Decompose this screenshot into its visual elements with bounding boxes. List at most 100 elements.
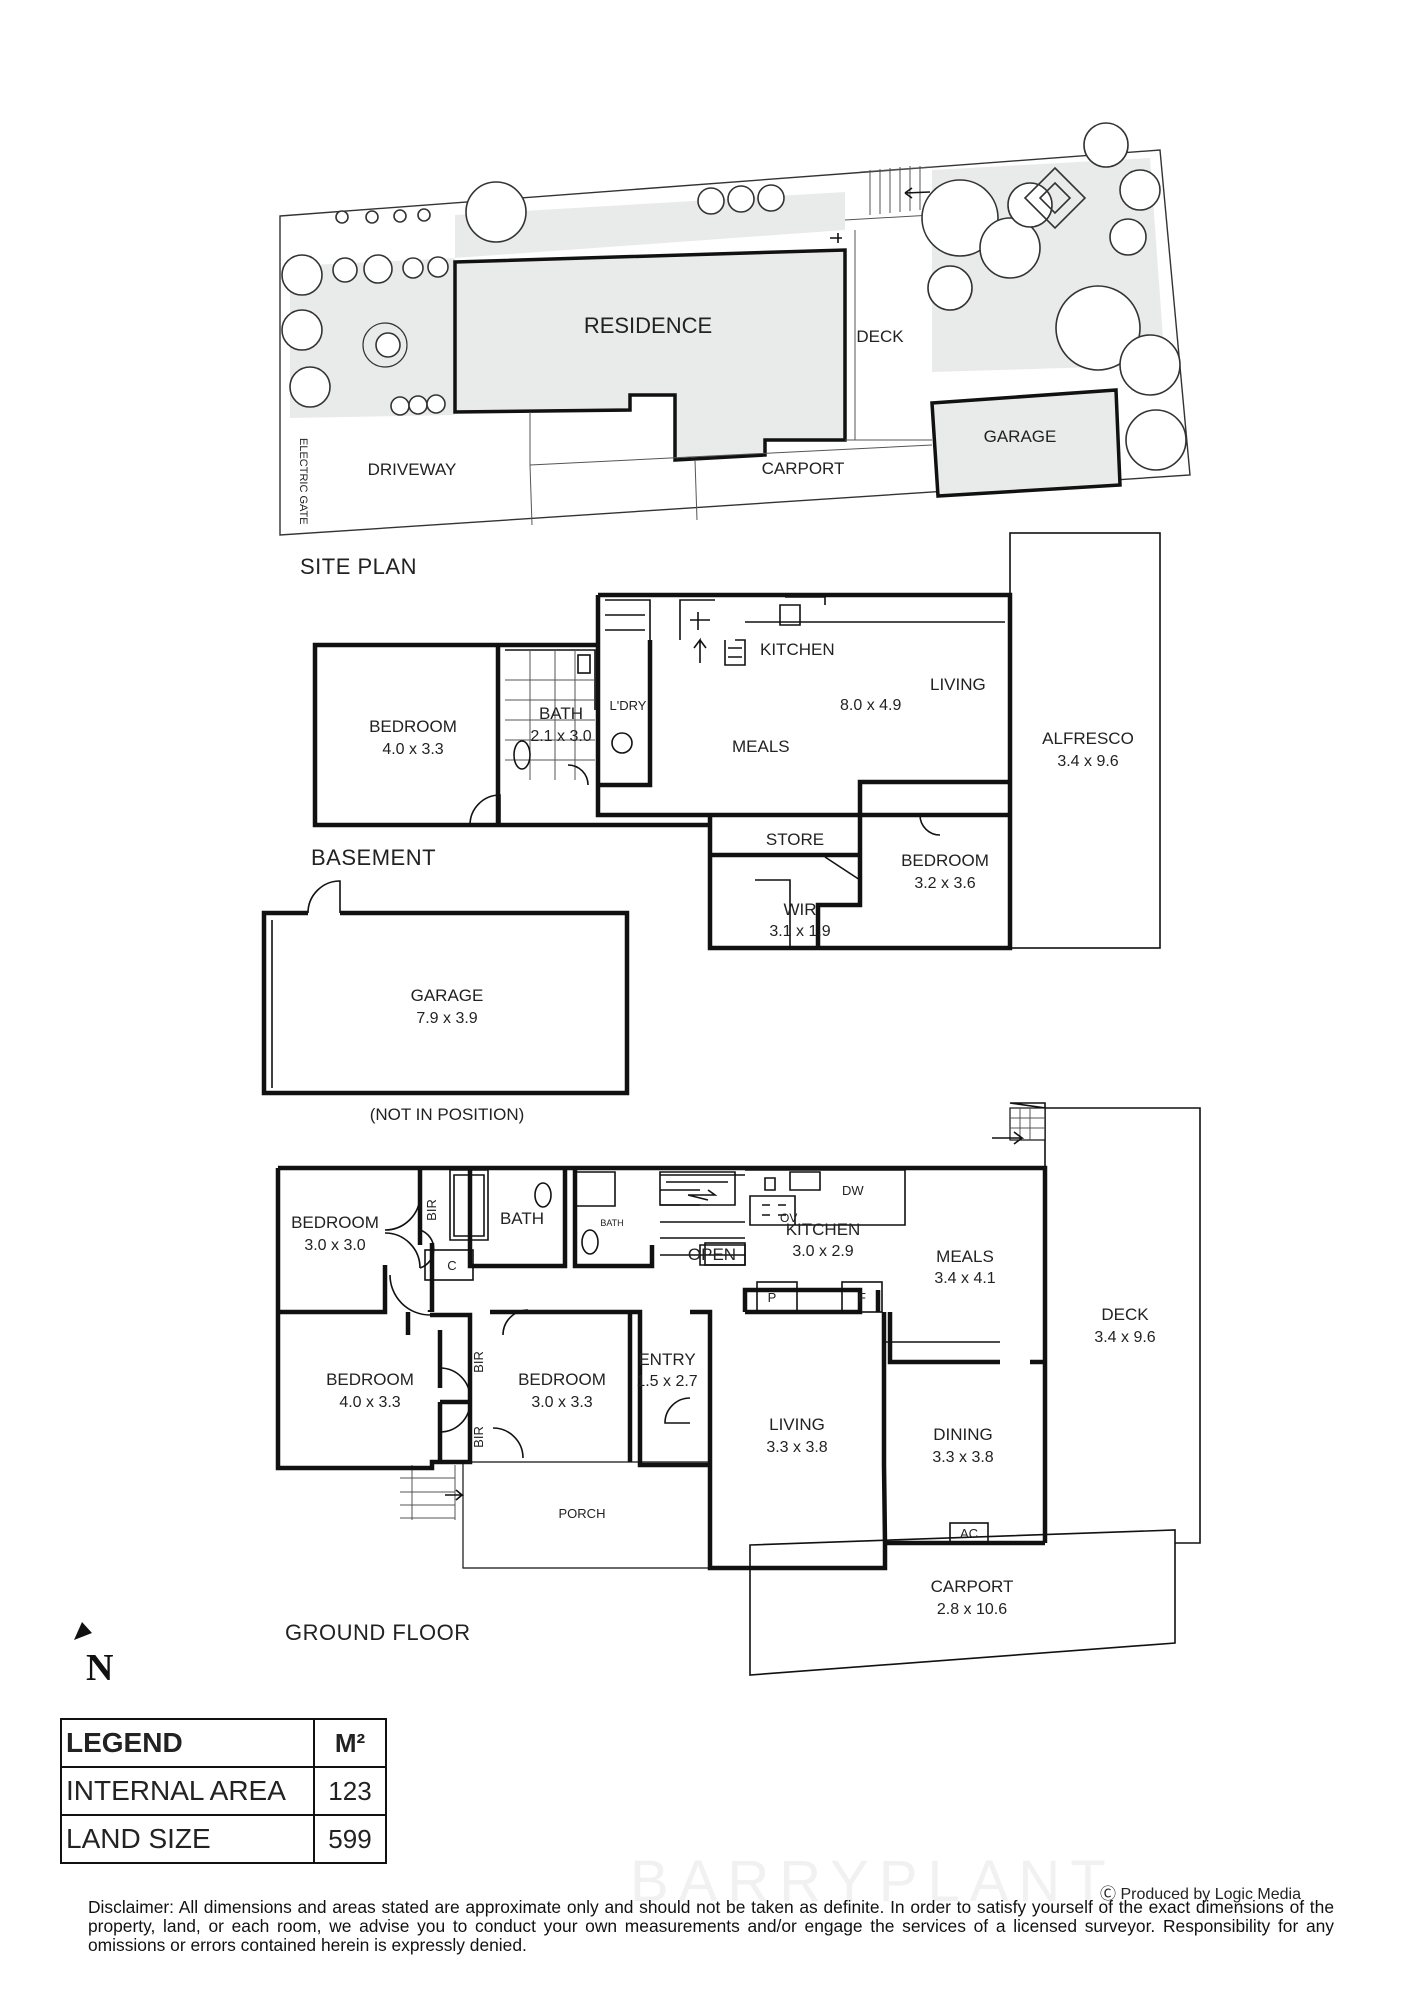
dining-dim: 3.3 x 3.8: [932, 1449, 993, 1466]
gate-arrow: [904, 187, 931, 199]
ac-label: AC: [960, 1526, 978, 1541]
ground-kitchen-name: KITCHEN: [786, 1220, 861, 1239]
basement-bath-name: BATH: [539, 704, 583, 723]
garage-building: [930, 388, 1122, 498]
legend-row-value: 123: [313, 1766, 387, 1816]
legend-unit: M²: [313, 1718, 387, 1768]
alfresco-dim: 3.4 x 9.6: [1057, 753, 1118, 770]
front-lawn: [290, 258, 455, 418]
watermark-logo: BARRYPLANT: [630, 1849, 1116, 1914]
cupboard-box: [424, 1249, 474, 1281]
basement-title: BASEMENT: [311, 845, 436, 870]
site-residence-label: RESIDENCE: [584, 313, 712, 338]
driveway-lines: [529, 214, 933, 526]
fridge-box: [841, 1281, 883, 1313]
ground-living-name: LIVING: [769, 1415, 825, 1434]
basement-stairs: [605, 599, 715, 640]
alfresco-area: [1009, 532, 1161, 949]
bir-label-1: BIR: [424, 1199, 439, 1221]
laundry-label: L'DRY: [610, 698, 647, 713]
dishwasher-label: DW: [842, 1183, 864, 1198]
garage-note: (NOT IN POSITION): [370, 1105, 525, 1124]
basement-floor-grid: [505, 650, 595, 780]
deck-step-lines: [1010, 1108, 1045, 1140]
ground-bedroom-2-name: BEDROOM: [326, 1370, 414, 1389]
open-box: [704, 1242, 746, 1266]
entry-dim: 1.5 x 2.7: [636, 1373, 697, 1390]
garage-dim: 7.9 x 3.9: [416, 1010, 477, 1027]
fridge-label: F: [858, 1290, 866, 1305]
store-label: STORE: [766, 830, 824, 849]
basement-arrow: [693, 637, 707, 663]
site-plan-title: SITE PLAN: [300, 554, 417, 579]
open-label: OPEN: [688, 1245, 736, 1264]
ensuite-label: BATH: [600, 1218, 623, 1228]
ground-bedroom-3-dim: 3.0 x 3.3: [531, 1394, 592, 1411]
ground-meals-name: MEALS: [936, 1247, 994, 1266]
legend-header-row: LEGEND M²: [60, 1718, 387, 1768]
cupboard-label: C: [447, 1258, 456, 1273]
deck-dim: 3.4 x 9.6: [1094, 1329, 1155, 1346]
front-steps: [400, 1465, 456, 1520]
basement-kitchen-label: KITCHEN: [760, 640, 835, 659]
carport-dim: 2.8 x 10.6: [937, 1601, 1007, 1618]
basement-walls: [312, 592, 1013, 951]
legend-row: LAND SIZE 599: [60, 1814, 387, 1864]
ground-bedroom-3-name: BEDROOM: [518, 1370, 606, 1389]
bir-label-3: BIR: [471, 1426, 486, 1448]
site-deck-label: DECK: [856, 327, 904, 346]
basement-toilet: [513, 740, 531, 770]
ground-floor-stairs: [660, 1174, 745, 1256]
deck-name: DECK: [1101, 1305, 1149, 1324]
ground-floor-doors: [384, 1194, 1000, 1459]
basement-living-label: LIVING: [930, 675, 986, 694]
basement-bedroom-2-name: BEDROOM: [901, 851, 989, 870]
legend-table: LEGEND M² INTERNAL AREA 123 LAND SIZE 59…: [60, 1718, 387, 1864]
site-driveway-label: DRIVEWAY: [368, 460, 457, 479]
ground-bedroom-2-dim: 4.0 x 3.3: [339, 1394, 400, 1411]
site-plan: RESIDENCE DECK GARAGE DRIVEWAY CARPORT E…: [279, 122, 1191, 579]
wir-dim: 3.1 x 1.9: [769, 923, 830, 940]
ground-bath-label: BATH: [500, 1209, 544, 1228]
ground-bedroom-1-dim: 3.0 x 3.0: [304, 1237, 365, 1254]
basement-bedroom-1-name: BEDROOM: [369, 717, 457, 736]
basement-wc: [577, 654, 591, 674]
basement-meals-label: MEALS: [732, 737, 790, 756]
porch-label: PORCH: [559, 1506, 606, 1521]
ground-floor-plan: BEDROOM 3.0 x 3.0 BIR BATH BATH C OPEN O…: [275, 1102, 1201, 1676]
garage-name: GARAGE: [411, 986, 484, 1005]
legend-row-label: INTERNAL AREA: [60, 1766, 315, 1816]
electric-gate-label: ELECTRIC GATE: [297, 438, 309, 525]
ground-kitchen-dim: 3.0 x 2.9: [792, 1243, 853, 1260]
bir-label-2: BIR: [471, 1351, 486, 1373]
basement-bath-dim: 2.1 x 3.0: [530, 728, 591, 745]
basement-doors: [469, 764, 941, 948]
disclaimer-text: Disclaimer: All dimensions and areas sta…: [88, 1897, 1334, 1955]
carport-name: CARPORT: [931, 1577, 1014, 1596]
basement-living-dim: 8.0 x 4.9: [840, 697, 901, 714]
legend-row-label: LAND SIZE: [60, 1814, 315, 1864]
ground-floor-title: GROUND FLOOR: [285, 1620, 471, 1645]
dining-name: DINING: [933, 1425, 993, 1444]
legend-row-value: 599: [313, 1814, 387, 1864]
basement-bedroom-2-dim: 3.2 x 3.6: [914, 875, 975, 892]
north-label: N: [86, 1647, 113, 1689]
garage-door: [271, 880, 341, 1088]
deck-arrow: [992, 1131, 1025, 1145]
basement-fixtures: [505, 596, 1005, 710]
basement-bedroom-1-dim: 4.0 x 3.3: [382, 741, 443, 758]
legend-header: LEGEND: [60, 1718, 315, 1768]
basement-plan: BEDROOM 4.0 x 3.3 BATH 2.1 x 3.0 L'DRY K…: [261, 532, 1161, 1124]
porch-arrow: [445, 1489, 465, 1501]
ac-box: [949, 1522, 989, 1544]
site-carport-label: CARPORT: [762, 459, 845, 478]
ground-bedroom-1-name: BEDROOM: [291, 1213, 379, 1232]
ground-floor-fixtures: [449, 1169, 906, 1266]
ensuite-toilet: [581, 1229, 599, 1255]
legend-row: INTERNAL AREA 123: [60, 1766, 387, 1816]
credit-text: Ⓒ Produced by Logic Media: [1100, 1886, 1302, 1903]
ground-meals-dim: 3.4 x 4.1: [934, 1270, 995, 1287]
site-garage-label: GARAGE: [984, 427, 1057, 446]
oven-label: OV: [780, 1211, 797, 1225]
